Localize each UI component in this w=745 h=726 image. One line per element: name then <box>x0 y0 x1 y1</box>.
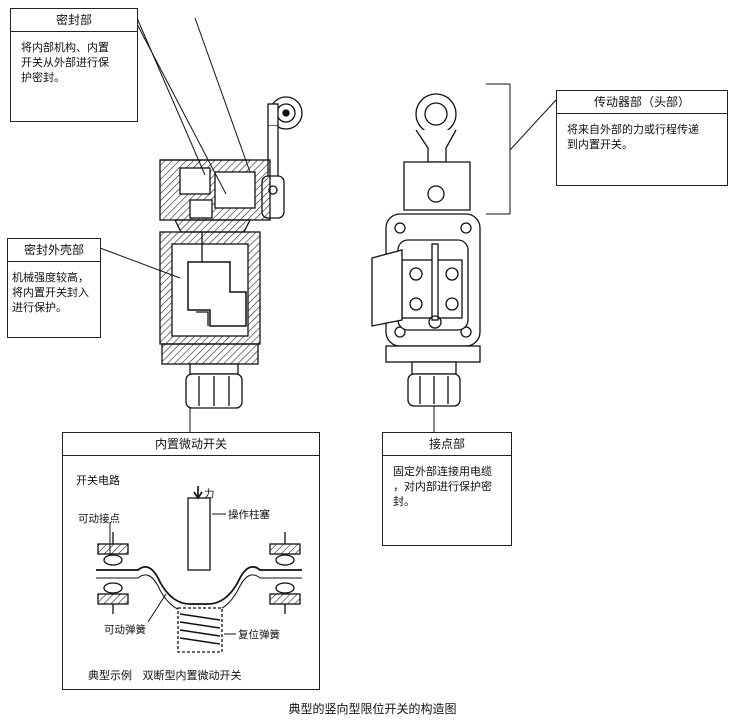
switch-circuit-label: 开关电路 <box>76 474 120 487</box>
housing-callout: 密封外壳部 机械强度较高， 将内置开关封入 进行保护。 <box>7 238 101 338</box>
contact-title: 接点部 <box>383 433 511 456</box>
contact-description: 固定外部连接用电缆 ，对内部进行保护密 封。 <box>393 465 492 508</box>
plunger-label: 操作柱塞 <box>228 509 270 521</box>
movable-spring-label: 可动弹簧 <box>104 624 146 636</box>
roller-lever-front <box>403 93 471 211</box>
actuator-head-callout: 传动器部（头部） 将来自外部的力或行程传递 到内置开关。 <box>556 90 728 186</box>
return-spring-label: 复位弹簧 <box>238 629 280 641</box>
microswitch-detail <box>96 486 302 653</box>
movable-contact-label: 可动接点 <box>78 513 120 525</box>
actuator-head-description: 将来自外部的力或行程传递 到内置开关。 <box>567 123 699 151</box>
force-label: 力 <box>204 488 215 500</box>
figure-caption: 典型的竖向型限位开关的构造图 <box>288 702 457 716</box>
plunger <box>187 497 211 571</box>
microswitch-callout: 内置微动开关 <box>62 432 320 690</box>
movable-spring-path <box>96 566 302 605</box>
seal-callout: 密封部 将内部机构、内置 开关从外部进行保 护密封。 <box>10 8 138 122</box>
contact-callout: 接点部 固定外部连接用电缆 ，对内部进行保护密 封。 <box>382 432 512 546</box>
example-label: 典型示例 双断型内置微动开关 <box>88 669 242 682</box>
housing-description: 机械强度较高， 将内置开关封入 进行保护。 <box>12 271 89 314</box>
seal-description: 将内部机构、内置 开关从外部进行保 护密封。 <box>21 41 109 84</box>
limit-switch-front-view <box>371 93 481 432</box>
actuator-head-title: 传动器部（头部） <box>557 91 727 114</box>
housing-title: 密封外壳部 <box>8 239 100 262</box>
limit-switch-section-view <box>159 96 303 432</box>
microswitch-title: 内置微动开关 <box>63 433 319 456</box>
seal-title: 密封部 <box>11 9 137 32</box>
leader-lines <box>99 17 557 279</box>
